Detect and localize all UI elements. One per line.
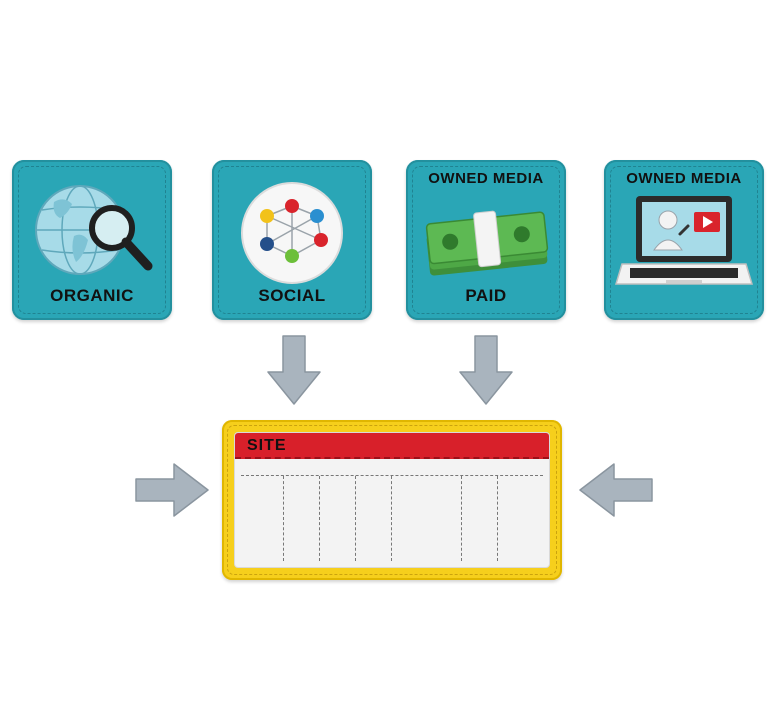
right-arrow-left: [135, 463, 209, 517]
money-stack-icon: [425, 210, 549, 276]
site-header-bar: SITE: [235, 433, 549, 459]
down-arrow-paid: [459, 335, 513, 405]
owned-media-tile: OWNED MEDIA: [604, 160, 764, 320]
tile-label-paid: PAID: [465, 286, 507, 305]
site-title: SITE: [247, 437, 287, 454]
tile-top-label-owned: OWNED MEDIA: [626, 170, 742, 187]
organic-tile: ORGANIC: [12, 160, 172, 320]
left-arrow-right: [579, 463, 653, 517]
grid-column-line: [319, 476, 320, 561]
tile-label-organic: ORGANIC: [50, 286, 134, 305]
grid-column-line: [391, 476, 392, 561]
globe-magnifier-icon: [35, 185, 153, 275]
laptop-video-icon: [614, 196, 754, 285]
site-panel: SITE: [222, 420, 562, 580]
down-arrow-social: [267, 335, 321, 405]
grid-column-line: [283, 476, 284, 561]
grid-column-line: [461, 476, 462, 561]
social-tile: SOCIAL: [212, 160, 372, 320]
tile-top-label-paid: OWNED MEDIA: [428, 170, 544, 187]
site-window: SITE: [235, 433, 549, 567]
tile-label-social: SOCIAL: [258, 286, 326, 305]
grid-column-line: [355, 476, 356, 561]
site-grid: [241, 475, 543, 561]
paid-tile: OWNED MEDIA PAID: [406, 160, 566, 320]
network-icon: [241, 182, 343, 284]
grid-column-line: [497, 476, 498, 561]
